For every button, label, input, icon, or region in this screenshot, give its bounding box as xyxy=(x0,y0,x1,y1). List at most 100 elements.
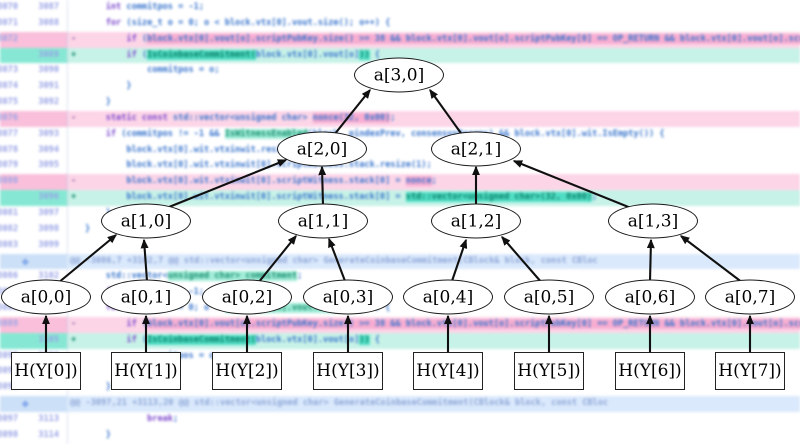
new-line-number: 3089 xyxy=(38,49,59,60)
old-line-number: 3081 xyxy=(0,207,18,218)
code-segment: ; xyxy=(172,413,179,424)
diff-row: 30753092 } xyxy=(0,95,800,111)
code-segment xyxy=(85,34,126,44)
code-segment: block.vtx[0].wit.vtxinwit[0].scriptWitne… xyxy=(85,192,406,203)
hash-leaf-box-h1: H(Y[1]) xyxy=(111,352,181,390)
code-segment: { xyxy=(369,334,380,345)
code-segment: break xyxy=(147,413,173,424)
expand-hunk-icon[interactable]: ✥ xyxy=(22,254,29,268)
new-line-number: 3095 xyxy=(38,160,59,171)
code-segment xyxy=(85,2,106,12)
hunk-header-text: @@ -3086,7 +3102,7 @@ std::vector<unsign… xyxy=(70,255,598,266)
hash-leaf-box-h4: H(Y[4]) xyxy=(413,352,483,390)
code-segment: if xyxy=(126,334,137,345)
diff-sign: + xyxy=(71,334,77,345)
tree-node-a06: a[0,6] xyxy=(605,279,695,315)
old-line-number: 3089 xyxy=(0,318,18,329)
code-line: } xyxy=(85,222,90,238)
old-line-number: 3098 xyxy=(0,429,18,440)
row-gutter-bg xyxy=(0,47,67,64)
code-line: for (size_t o = 0; o < block.vtx[0].vout… xyxy=(85,16,391,32)
tree-node-a03: a[0,3] xyxy=(303,279,393,315)
gutter-separator xyxy=(67,221,68,238)
row-gutter-bg xyxy=(0,396,67,412)
tree-node-a07: a[0,7] xyxy=(705,279,795,315)
code-segment: IsCoinbaseCommitment( xyxy=(147,334,256,345)
code-line: static const std::vector<unsigned char> … xyxy=(85,111,395,127)
gutter-separator xyxy=(67,316,68,333)
hunk-header-text: @@ -3097,21 +3113,20 @@ std::vector<unsi… xyxy=(70,398,609,409)
code-line: block.vtx[0].wit.vtxinwit[0].scriptWitne… xyxy=(85,174,437,190)
code-segment xyxy=(85,18,106,28)
new-line-number: 3093 xyxy=(38,128,59,139)
diff-row: 3071 3088 for (size_t o = 0; o < block.vt… xyxy=(0,15,800,32)
hash-leaf-box-h5: H(Y[5]) xyxy=(514,352,584,390)
code-line: } xyxy=(85,428,111,444)
tree-node-a13: a[1,3] xyxy=(608,203,698,239)
gutter-separator xyxy=(67,411,68,428)
expand-hunk-icon[interactable]: ✥ xyxy=(22,397,29,411)
old-line-number: 3075 xyxy=(0,97,18,108)
hash-leaf-box-h3: H(Y[3]) xyxy=(313,352,383,390)
code-segment: commitpos = -1; xyxy=(121,2,205,12)
old-line-number: 3070 xyxy=(0,2,18,12)
old-line-number: 3090 xyxy=(0,350,18,361)
code-segment: for xyxy=(105,17,122,28)
diff-row: 3080- block.vtx[0].wit.vtxinwit[0].scrip… xyxy=(0,174,800,191)
new-line-number: 3113 xyxy=(38,413,59,424)
code-segment xyxy=(85,303,106,313)
tree-node-a02: a[0,2] xyxy=(202,279,292,315)
old-line-number: 3076 xyxy=(0,112,18,123)
new-line-number: 3087 xyxy=(38,2,59,12)
code-segment: commitpos = o; xyxy=(85,65,220,76)
code-segment: ( xyxy=(136,318,148,329)
code-segment xyxy=(85,335,126,345)
code-segment: if xyxy=(126,49,137,60)
gutter-separator xyxy=(67,79,68,96)
code-segment: { xyxy=(369,49,380,60)
diff-row: 3089+ if (IsCoinbaseCommitment(block.vtx… xyxy=(0,47,800,64)
code-segment: ( xyxy=(136,33,148,44)
code-segment: ( xyxy=(136,334,148,345)
new-line-number: 3088 xyxy=(38,17,59,28)
code-line: break; xyxy=(85,412,178,428)
new-line-number: 3102 xyxy=(38,271,59,282)
tree-node-a12: a[1,2] xyxy=(431,203,521,239)
code-line: } xyxy=(85,79,131,95)
new-line-number: 3105 xyxy=(38,334,59,345)
row-gutter-bg xyxy=(0,253,67,270)
code-segment: block.vtx[0].vout[o] xyxy=(255,49,360,60)
code-segment: block.vtx[0].vout[o] xyxy=(255,334,360,345)
code-segment: ; xyxy=(431,176,437,187)
old-line-number: 3086 xyxy=(0,271,18,282)
old-line-number: 3074 xyxy=(0,81,18,92)
old-line-number: 3071 xyxy=(0,17,18,28)
diff-row: 30793095 block.vtx[0].wit.vtxinwit[0].sc… xyxy=(0,158,800,175)
hash-leaf-box-h6: H(Y[6]) xyxy=(615,352,685,390)
diff-sign: - xyxy=(71,112,77,123)
gutter-separator xyxy=(67,174,68,191)
code-segment xyxy=(85,319,126,329)
hash-leaf-box-h2: H(Y[2]) xyxy=(212,352,282,390)
code-segment: block.vtx[0].wit.vtxinwit[0].scriptWitne… xyxy=(85,176,406,187)
new-line-number: 3090 xyxy=(38,65,59,76)
diff-sign: - xyxy=(71,318,77,329)
code-segment xyxy=(85,113,106,123)
hash-leaf-box-h0: H(Y[0]) xyxy=(11,352,81,390)
code-segment xyxy=(85,129,106,139)
code-segment: static const xyxy=(105,112,168,123)
old-line-number: 3091 xyxy=(0,366,18,377)
gutter-separator xyxy=(67,190,68,206)
diff-row: 3105 + if (IsCoinbaseCommitment(block.vtx… xyxy=(0,332,800,349)
diff-row: 3072- if (block.vtx[0].vout[o].scriptPub… xyxy=(0,31,800,48)
hash-leaf-box-h7: H(Y[7]) xyxy=(715,352,785,390)
diff-row: 30823098} xyxy=(0,221,800,238)
code-segment: std::vector<unsigned char> xyxy=(167,112,313,123)
row-gutter-bg xyxy=(0,190,67,206)
code-line: if (IsCoinbaseCommitment(block.vtx[0].vo… xyxy=(85,48,380,64)
code-segment: } xyxy=(85,223,91,234)
gutter-separator xyxy=(67,63,68,80)
new-line-number: 3092 xyxy=(38,97,59,108)
gutter-separator xyxy=(67,205,68,222)
code-segment: ( xyxy=(136,49,148,60)
